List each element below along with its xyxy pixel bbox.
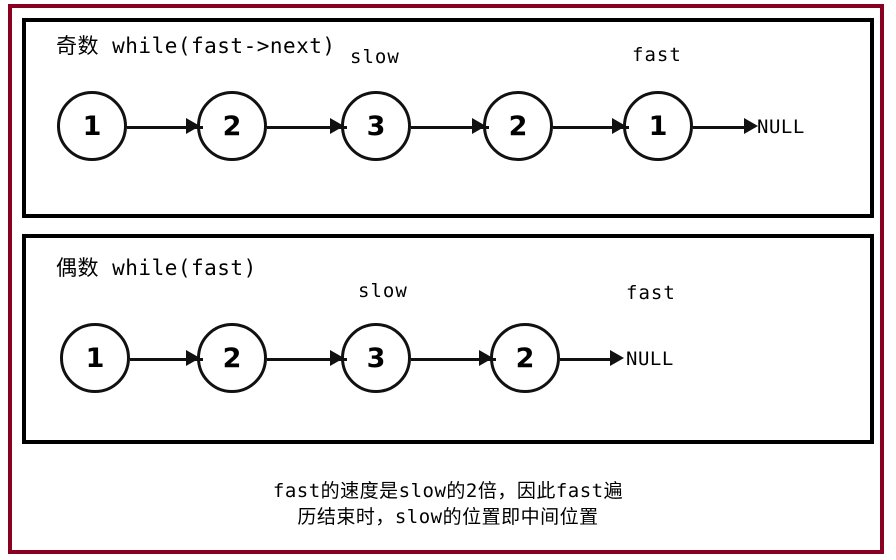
- panel-odd-slow-pointer-label: slow: [350, 46, 400, 68]
- arrowhead-even-3-4: [479, 350, 493, 366]
- panel-odd-fast-pointer-label: fast: [632, 44, 682, 66]
- node-odd-3: 3: [341, 91, 411, 161]
- caption-block: fast的速度是slow的2倍，因此fast遍 历结束时，slow的位置即中间位…: [0, 478, 896, 530]
- link-odd-1-2: [127, 126, 203, 129]
- link-odd-3-4: [411, 126, 489, 129]
- node-odd-4: 2: [483, 91, 553, 161]
- panel-even-slow-pointer-label: slow: [358, 280, 408, 302]
- outer-frame: [8, 4, 884, 554]
- caption-line-1: fast的速度是slow的2倍，因此fast遍: [272, 480, 624, 502]
- node-odd-5: 1: [623, 91, 693, 161]
- arrowhead-odd-4-5: [612, 118, 626, 134]
- link-even-2-3: [267, 358, 347, 361]
- link-odd-5-null: [693, 126, 751, 129]
- link-odd-4-5: [553, 126, 629, 129]
- node-odd-1: 1: [57, 91, 127, 161]
- null-terminator-odd: NULL: [757, 116, 805, 138]
- link-even-3-4: [411, 358, 496, 361]
- node-odd-2: 2: [197, 91, 267, 161]
- arrowhead-even-1-2: [186, 350, 200, 366]
- node-even-4: 2: [490, 323, 560, 393]
- panel-even-heading: 偶数 while(fast): [56, 256, 257, 280]
- link-even-4-null: [560, 358, 615, 361]
- caption-line-2: 历结束时，slow的位置即中间位置: [297, 506, 599, 528]
- panel-odd-list: [22, 18, 874, 218]
- panel-odd-heading: 奇数 while(fast->next): [56, 34, 336, 58]
- arrowhead-even-4-null: [610, 350, 624, 366]
- arrowhead-odd-3-4: [472, 118, 486, 134]
- arrowhead-even-2-3: [330, 350, 344, 366]
- node-even-1: 1: [60, 323, 130, 393]
- link-odd-2-3: [267, 126, 347, 129]
- node-even-3: 3: [341, 323, 411, 393]
- node-even-2: 2: [197, 323, 267, 393]
- panel-even-fast-pointer-label: fast: [626, 282, 676, 304]
- link-even-1-2: [130, 358, 203, 361]
- arrowhead-odd-2-3: [330, 118, 344, 134]
- arrowhead-odd-1-2: [186, 118, 200, 134]
- arrowhead-odd-5-null: [744, 118, 758, 134]
- null-terminator-even: NULL: [626, 348, 674, 370]
- panel-even-list: [22, 234, 874, 444]
